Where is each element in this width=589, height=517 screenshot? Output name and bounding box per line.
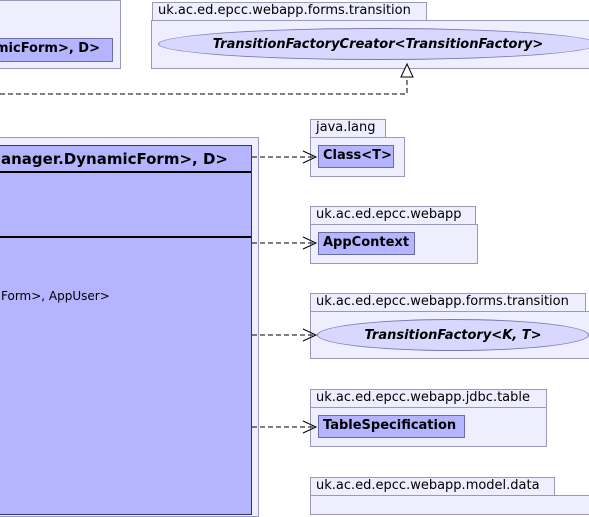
main-class-box[interactable]: anager.DynamicForm>, D> Form>, AppUser> [0, 145, 252, 515]
package-name-transition-mid: uk.ac.ed.epcc.webapp.forms.transition [316, 294, 569, 309]
class-box-table-specification[interactable]: TableSpecification [318, 415, 465, 438]
realization-arrowhead [400, 62, 414, 78]
package-name-transition-top: uk.ac.ed.epcc.webapp.forms.transition [158, 3, 411, 18]
package-tab-model-data: uk.ac.ed.epcc.webapp.model.data [310, 477, 555, 496]
arrowhead-class-t [302, 150, 318, 164]
dependency-edges [0, 62, 414, 434]
package-tab-java-lang: java.lang [310, 119, 386, 138]
package-name-jdbc-table: uk.ac.ed.epcc.webapp.jdbc.table [316, 390, 531, 405]
attributes-divider [0, 171, 251, 173]
interface-label-transition-factory-creator: TransitionFactoryCreator<TransitionFacto… [212, 36, 544, 52]
partial-class-box[interactable]: micForm>, D> [0, 38, 113, 62]
package-name-model-data: uk.ac.ed.epcc.webapp.model.data [316, 478, 540, 493]
package-name-webapp: uk.ac.ed.epcc.webapp [316, 207, 462, 222]
class-box-app-context[interactable]: AppContext [318, 232, 415, 255]
package-tab-transition-top: uk.ac.ed.epcc.webapp.forms.transition [152, 2, 427, 21]
main-class-title: anager.DynamicForm>, D> [1, 149, 228, 169]
interface-label-transition-factory: TransitionFactory<K, T> [364, 327, 542, 343]
class-label-class-t: Class<T> [323, 148, 392, 163]
interface-transition-factory[interactable]: TransitionFactory<K, T> [317, 319, 589, 351]
operation-text-value: Form>, AppUser> [1, 289, 110, 303]
class-label-table-specification: TableSpecification [323, 418, 457, 433]
arrowhead-app-context [302, 236, 318, 250]
operation-text: Form>, AppUser> [1, 289, 110, 303]
arrowhead-table-specification [302, 420, 318, 434]
interface-transition-factory-creator[interactable]: TransitionFactoryCreator<TransitionFacto… [158, 28, 589, 60]
package-name-java-lang: java.lang [316, 120, 376, 135]
class-label-app-context: AppContext [323, 235, 410, 250]
realization-edge-transition-factory-creator [0, 76, 408, 95]
main-class-title-text: anager.DynamicForm>, D> [1, 150, 228, 168]
partial-class-label: micForm>, D> [0, 41, 100, 56]
class-box-class-t[interactable]: Class<T> [318, 145, 394, 168]
package-tab-jdbc-table: uk.ac.ed.epcc.webapp.jdbc.table [310, 389, 547, 408]
package-tab-transition-mid: uk.ac.ed.epcc.webapp.forms.transition [310, 293, 586, 312]
operations-divider [0, 236, 251, 238]
arrowhead-transition-factory [302, 328, 318, 342]
